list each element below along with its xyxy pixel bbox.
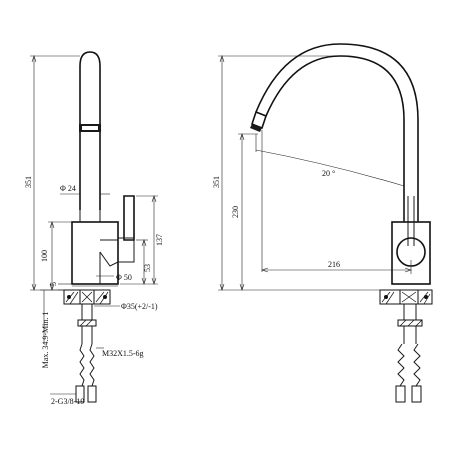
label-body-height: 100 [40,250,49,262]
mixer-body [71,221,119,285]
label-hole-diameter: Φ35(+2/-1) [121,302,158,311]
spout-tube [79,51,101,210]
dim-line-body-height [48,221,72,291]
left-side-view: 351 Φ 24 137 [24,51,164,406]
dim-line-spout-height [238,133,258,291]
label-height-351-left: 351 [24,176,33,188]
label-max-thickness: Max. 34.9-Min. 1 [41,312,50,369]
swivel-arc [255,149,405,187]
threaded-shank-left [77,304,97,344]
label-height-351-right: 351 [212,176,221,188]
label-thread: M32X1.5-6g [102,349,144,358]
countertop-right [379,289,433,305]
dim-line-lever-offset [136,239,148,285]
mixer-body-front [391,221,431,285]
label-spout-diameter: Φ 24 [60,184,76,193]
countertop-left [63,289,111,305]
label-spout-height: 230 [231,206,240,218]
right-front-view: 351 230 20 ° [212,43,433,403]
lever-handle [123,195,135,241]
label-hose-connector: 2-G3/8-19 [51,397,84,406]
flexible-hoses-right [395,343,422,403]
label-reach: 216 [328,260,340,269]
label-lever-offset: 53 [143,264,152,272]
gooseneck-spout [265,55,405,222]
dim-line-reach [261,130,412,274]
label-lever-height: 137 [155,234,164,246]
dim-line-lever-height [120,195,158,285]
label-base-gap: 5 [49,282,58,286]
threaded-shank-right [397,304,423,344]
flexible-hoses-left [75,343,97,403]
label-body-diameter: Φ 50 [116,273,132,282]
label-swivel-angle: 20 ° [322,169,335,178]
dim-line-total-height-right [218,55,380,291]
